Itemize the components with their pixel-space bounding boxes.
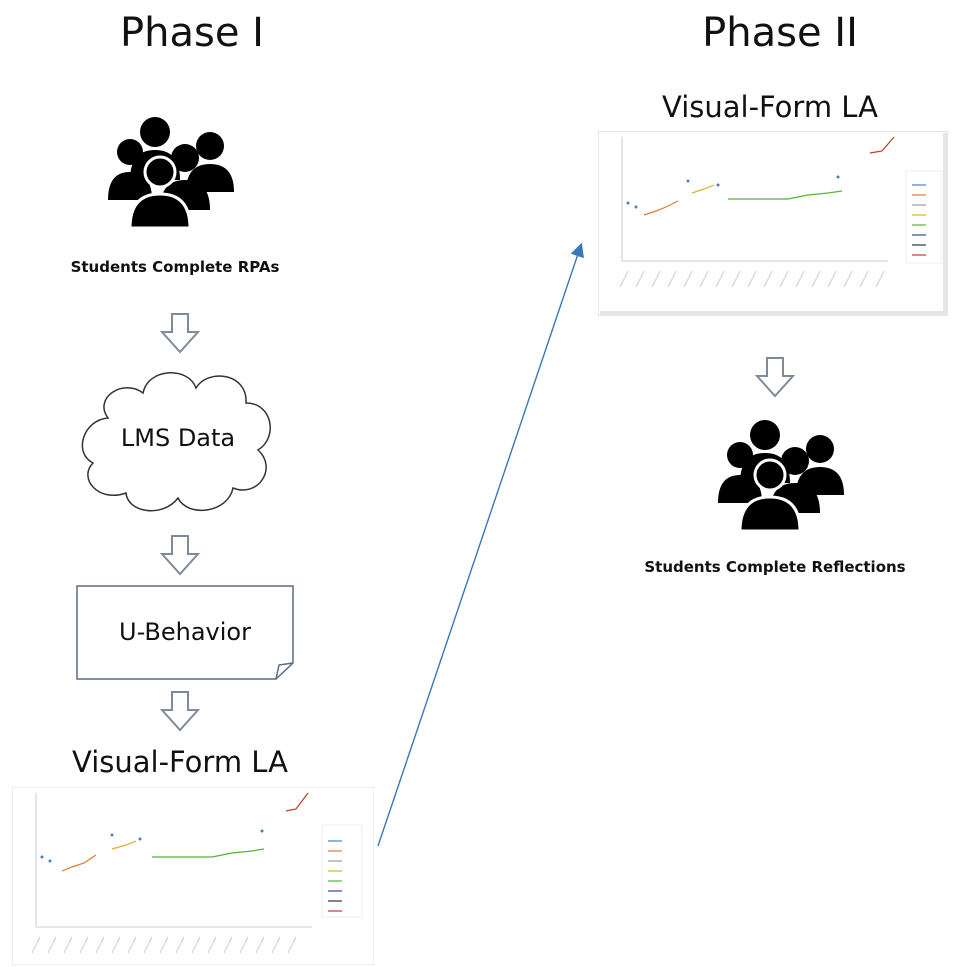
- students-group-icon: [100, 110, 250, 230]
- students-complete-rpas-caption: Students Complete RPAs: [70, 258, 280, 276]
- students-complete-reflections-caption: Students Complete Reflections: [644, 558, 906, 576]
- phase-1-visual-form-la-title: Visual-Form LA: [72, 745, 288, 779]
- connector-arrow: [370, 240, 590, 850]
- down-arrow-icon: [755, 356, 795, 398]
- phase-1-title: Phase I: [120, 10, 264, 56]
- phase-2-visual-form-la-title: Visual-Form LA: [662, 90, 878, 124]
- down-arrow-icon: [160, 534, 200, 576]
- phase-2-title: Phase II: [702, 10, 858, 56]
- lms-data-cloud: [68, 358, 288, 528]
- lms-data-label: LMS Data: [120, 424, 236, 452]
- u-behavior-label: U-Behavior: [119, 618, 251, 646]
- down-arrow-icon: [160, 690, 200, 732]
- u-behavior-document: [76, 585, 296, 681]
- down-arrow-icon: [160, 312, 200, 354]
- visual-form-la-thumbnail: [12, 787, 374, 965]
- visual-form-la-thumbnail: [598, 131, 948, 316]
- students-group-icon: [710, 413, 860, 533]
